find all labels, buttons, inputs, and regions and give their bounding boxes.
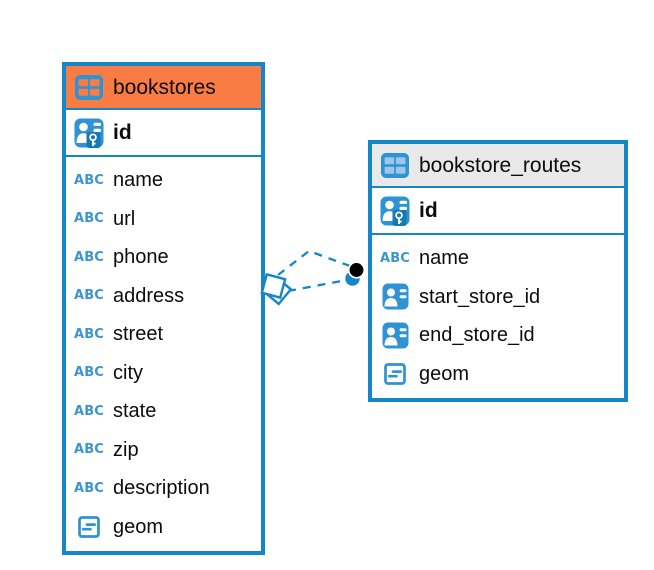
text-type-icon: ABC: [73, 326, 105, 342]
text-type-icon: ABC: [73, 442, 105, 458]
column-row-url[interactable]: ABC url: [66, 200, 261, 239]
column-name: zip: [113, 438, 139, 461]
column-row-start-store-id[interactable]: start_store_id: [372, 278, 624, 317]
column-name: description: [113, 477, 210, 500]
primary-key-row[interactable]: id: [372, 188, 624, 235]
column-name: geom: [419, 362, 470, 385]
column-row-name[interactable]: ABC name: [66, 161, 261, 200]
table-icon: [73, 74, 105, 101]
text-type-icon: ABC: [73, 211, 105, 227]
column-row-street[interactable]: ABC street: [66, 315, 261, 354]
relationship-line[interactable]: [287, 278, 348, 293]
column-row-geom[interactable]: geom: [66, 508, 261, 547]
table-bookstores[interactable]: bookstores id ABC name ABC url: [62, 62, 265, 555]
column-name: city: [113, 361, 143, 384]
relationship-line[interactable]: [277, 249, 351, 276]
reference-badge-icon: [379, 322, 411, 349]
column-name: end_store_id: [419, 324, 535, 347]
text-type-icon: ABC: [73, 288, 105, 304]
column-name: phone: [113, 246, 169, 269]
column-row-phone[interactable]: ABC phone: [66, 238, 261, 277]
table-title: bookstore_routes: [419, 153, 582, 177]
table-title: bookstores: [113, 75, 216, 99]
text-type-icon: ABC: [73, 480, 105, 496]
column-row-end-store-id[interactable]: end_store_id: [372, 316, 624, 355]
column-list: ABC name start_store_id: [372, 235, 624, 398]
primary-key-name: id: [419, 199, 438, 222]
text-type-icon: ABC: [73, 172, 105, 188]
column-name: start_store_id: [419, 285, 541, 308]
table-bookstores-header[interactable]: bookstores: [66, 66, 261, 110]
column-list: ABC name ABC url ABC phone ABC address A…: [66, 157, 261, 551]
column-name: state: [113, 400, 157, 423]
column-row-address[interactable]: ABC address: [66, 277, 261, 316]
reference-badge-icon: [379, 283, 411, 310]
column-name: name: [419, 247, 470, 270]
primary-key-name: id: [113, 121, 132, 144]
person-key-icon: [73, 118, 105, 148]
geometry-type-icon: [73, 515, 105, 538]
primary-key-row[interactable]: id: [66, 110, 261, 157]
column-name: name: [113, 169, 164, 192]
column-name: street: [113, 323, 164, 346]
table-bookstore-routes[interactable]: bookstore_routes id ABC name: [368, 140, 628, 402]
text-type-icon: ABC: [73, 403, 105, 419]
column-name: url: [113, 207, 136, 230]
text-type-icon: ABC: [73, 249, 105, 265]
table-icon: [379, 152, 411, 179]
relationship-diamond-marker[interactable]: [260, 272, 293, 306]
geometry-type-icon: [379, 362, 411, 385]
column-row-state[interactable]: ABC state: [66, 392, 261, 431]
text-type-icon: ABC: [379, 250, 411, 266]
text-type-icon: ABC: [73, 365, 105, 381]
column-row-geom[interactable]: geom: [372, 355, 624, 394]
column-row-city[interactable]: ABC city: [66, 354, 261, 393]
person-key-icon: [379, 196, 411, 226]
relationship-dot-marker[interactable]: [345, 261, 366, 286]
column-name: geom: [113, 515, 164, 538]
column-name: address: [113, 284, 185, 307]
column-row-zip[interactable]: ABC zip: [66, 431, 261, 470]
column-row-description[interactable]: ABC description: [66, 469, 261, 508]
column-row-name[interactable]: ABC name: [372, 239, 624, 278]
table-bookstore-routes-header[interactable]: bookstore_routes: [372, 144, 624, 188]
